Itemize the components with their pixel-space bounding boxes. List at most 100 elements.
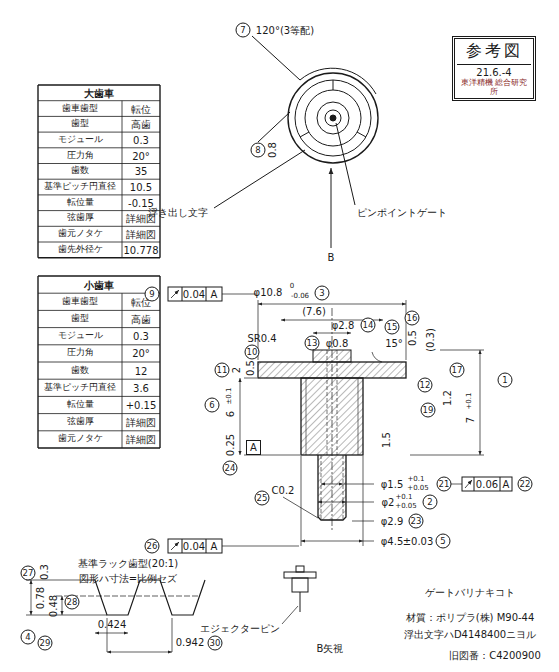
callout-number: 19 [421,403,436,418]
callout-number: 12 [418,378,433,393]
dimension-text: 0.3 [39,564,50,580]
dimension-text: SR0.4 [247,333,276,344]
dimension-text: (0.3) [425,328,436,352]
table-cell: 歯型 [71,119,89,129]
table-cell: 詳細図 [126,417,156,428]
node-text: A [250,441,257,454]
dimension-text: C0.2 [272,485,295,496]
dimension-text: 0.04 [183,541,205,552]
table-cell: 35 [135,166,148,177]
callout-number: 26 [145,539,160,554]
callout-number: 29 [38,636,53,651]
dimension-text: φ1.5 [381,479,404,490]
table-cell: 詳細図 [126,434,156,445]
dimension-text: エジェクターピン [200,623,280,634]
callout-number: 13 [305,336,320,351]
dimension-text: 0.78 [35,587,46,609]
table-cell: 歯元ノタケ [58,434,103,444]
table-cell: 大歯車 [84,87,114,98]
dimension-text: +0.05 [407,485,428,493]
table-cell: 高歯 [131,314,151,325]
table-cell: モジュール [58,331,103,341]
node-text: 東洋精機 総合研究所 [457,78,531,96]
node-text: 21.6.-4 [457,65,531,78]
callout-number: 21 [437,477,452,492]
table-cell: 圧力角 [67,151,94,161]
table-cell: 基準ピッチ円直径 [44,182,116,192]
dimension-text: 図形ハ寸法=比例セズ [79,573,177,584]
dimension-text: B [328,252,335,263]
table-cell: 20° [132,150,150,161]
dimension-text: 0 [290,283,294,291]
callout-number: 14 [361,318,376,333]
dimension-text: 旧図番：C4200900 [449,650,541,661]
table-cell: 高歯 [131,119,151,130]
dimension-text: 2 [231,367,242,373]
dimension-text: 0.06 [476,479,498,490]
dimension-text: 0.5 [245,360,256,376]
table-cell: 圧力角 [67,348,94,358]
callout-number: 23 [409,514,424,529]
dimension-text: 7 [465,417,476,423]
node-text: 参考図 [457,41,531,65]
callout-number: 5 [436,534,451,549]
dimension-text: B矢視 [317,643,344,654]
callout-number: 25 [255,491,270,506]
table-cell: 詳細図 [126,229,156,240]
reference-stamp: 参考図21.6.-4東洋精機 総合研究所 [452,36,536,101]
table-cell: 基準ピッチ円直径 [44,383,116,393]
dimension-text: φ10.8 [254,287,283,298]
callout-number: 11 [215,363,230,378]
dimension-text: 浮出文字ハD4148400ニヨル [404,629,536,640]
callout-number: 7 [236,23,251,38]
table-cell: 0.3 [133,331,149,342]
dimension-text: 0.48 [48,595,59,617]
dimension-text: ±0.1 [226,388,234,405]
dimension-text: 0.5 [407,330,418,346]
dimension-text: ゲートバリナキコト [425,587,515,598]
table-cell: 弦歯厚 [67,213,94,223]
table-cell: 10.5 [130,182,152,193]
table-cell: 転位量 [67,198,94,208]
table-cell: 転位 [131,103,151,114]
callout-number: 30 [208,636,223,651]
callout-number: 8 [251,143,266,158]
table-cell: 歯型 [71,314,89,324]
table-cell: 小歯車 [84,279,114,290]
callout-number: 16 [405,311,420,326]
callout-number: 1 [498,373,513,388]
dimension-text: φ4.5 [381,536,404,547]
dimension-text: A [211,289,218,300]
callout-number: 9 [145,287,160,302]
dimension-text: -0.06 [291,293,309,301]
table-cell: 転位量 [67,400,94,410]
dimension-text: A [503,479,510,490]
table-cell: 歯元ノタケ [58,229,103,239]
dimension-text: 0.25 [225,434,236,456]
dimension-text: φ2.9 [381,516,404,527]
table-cell: 歯車歯型 [62,297,98,307]
table-cell: 20° [132,348,150,359]
dimension-text: A [211,541,218,552]
dimension-text: 0.942 [176,637,205,648]
dimension-text: φ2 [382,497,395,508]
table-cell: 10.778 [124,244,159,255]
dimension-text: (7.6) [302,306,326,317]
table-cell: 歯車歯型 [62,104,98,114]
callout-number: 27 [21,566,36,581]
dimension-text: 0.424 [98,619,127,630]
table-cell: 12 [135,365,148,376]
dimension-text: 15° [385,338,403,349]
dimension-text: 0.04 [183,289,205,300]
dimension-text: 材質：ポリプラ(株) M90-44 [406,612,535,623]
table-cell: 歯数 [71,366,89,376]
dimension-text: 浮き出し文字 [148,207,208,218]
table-cell: 歯先外径ケ [58,245,103,255]
dimension-text: 6 [225,411,236,417]
dimension-text: +0.05 [395,503,416,511]
callout-number: 4 [21,630,36,645]
callout-number: 28 [65,595,80,610]
callout-number: 2 [423,495,438,510]
dimension-text: 基準ラック歯型(20:1) [78,558,178,569]
dimension-text: 1.5 [381,432,392,448]
